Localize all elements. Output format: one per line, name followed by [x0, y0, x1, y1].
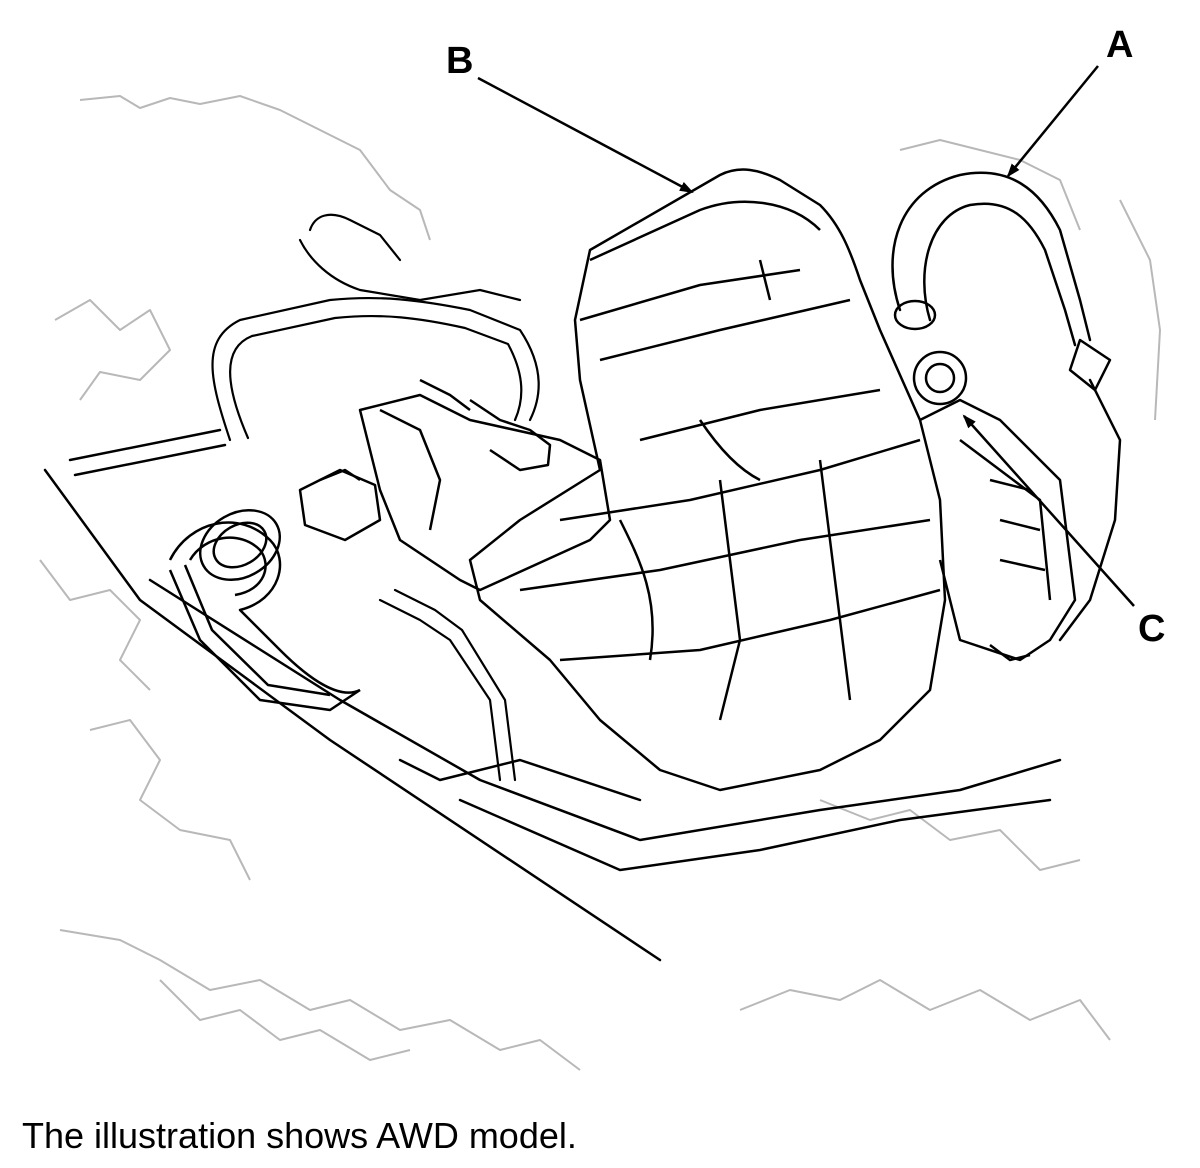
callout-label-c: C — [1138, 608, 1166, 650]
canister-body — [468, 168, 947, 792]
right-bracket — [919, 398, 1077, 662]
background-outlines — [39, 95, 1161, 1071]
leader-arrows — [477, 65, 1135, 607]
vapor-lines — [211, 213, 540, 782]
lower-hose — [168, 508, 361, 712]
purge-valve — [298, 378, 612, 592]
illustration-caption: The illustration shows AWD model. — [22, 1115, 577, 1156]
arrow-a — [1006, 65, 1099, 178]
arrow-c — [962, 414, 1135, 607]
callout-label-b: B — [446, 40, 474, 82]
callout-label-a: A — [1106, 24, 1134, 66]
frame-rails — [43, 428, 1062, 962]
arrow-b — [477, 76, 694, 194]
vent-hose — [891, 171, 1122, 642]
canister-port — [912, 350, 968, 406]
